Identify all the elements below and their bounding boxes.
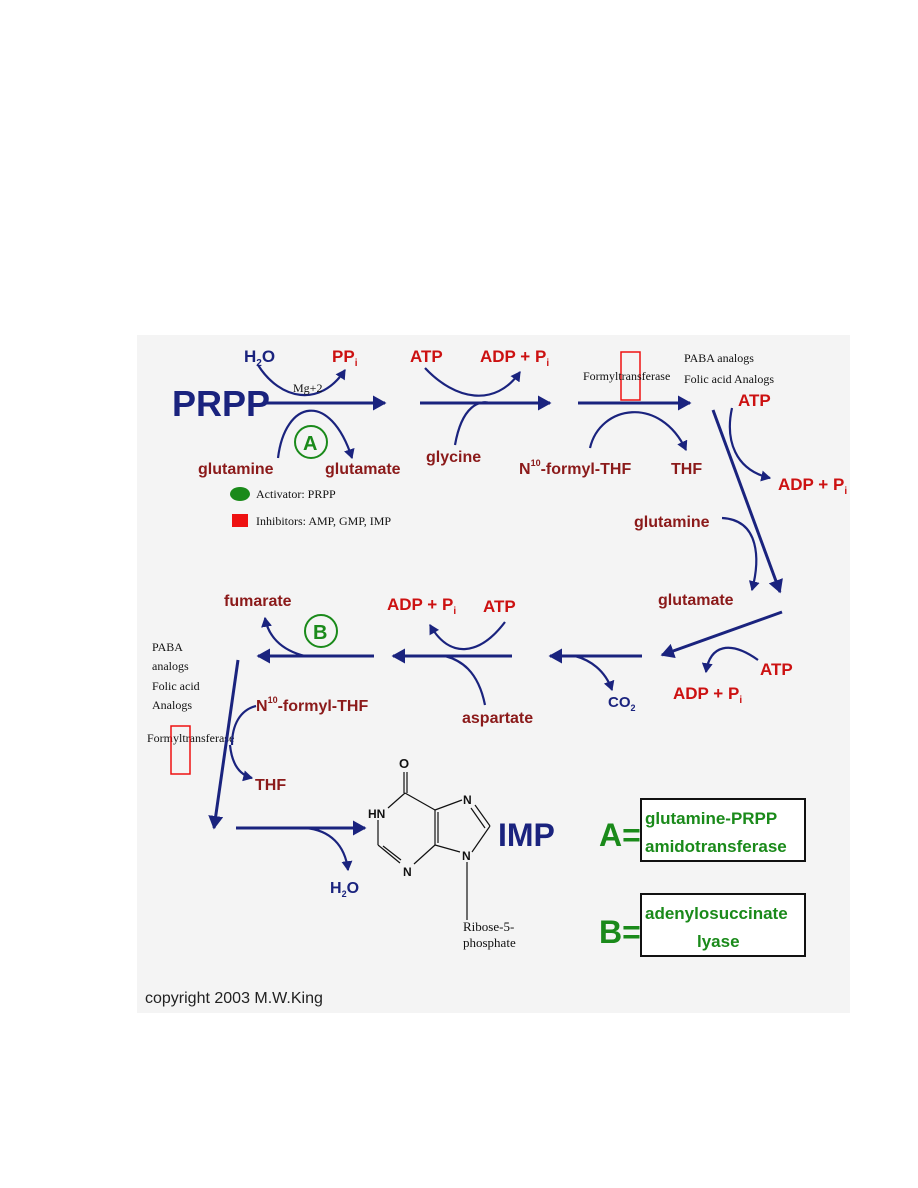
key-a-line2: amidotransferase (645, 837, 787, 856)
activator-legend-label: Activator: PRPP (256, 487, 336, 501)
step9-arrow (208, 659, 240, 830)
ribose-label-line1: Ribose-5- (463, 919, 514, 934)
adp-out-label-4: ADP + Pi (387, 595, 456, 617)
atp-in-label-3: ATP (760, 660, 793, 679)
step7-curve-bottom (444, 654, 487, 706)
adp-out-label-3: ADP + Pi (673, 684, 742, 706)
formyl-thf-in-label-2: N10-formyl-THF (256, 695, 368, 715)
atp-in-label-4: ATP (483, 597, 516, 616)
copyright-text: copyright 2003 M.W.King (145, 990, 323, 1007)
key-b-line1: adenylosuccinate (645, 904, 788, 923)
step9-curve-out (228, 744, 254, 782)
aspartate-label: aspartate (462, 710, 533, 727)
inhibitor-left-line4: Analogs (152, 698, 192, 712)
key-b-line2: lyase (697, 932, 740, 951)
cofactor-label: Mg+2 (293, 381, 322, 395)
glutamate-out-label-2: glutamate (658, 592, 734, 609)
inhibitor-legend-label: Inhibitors: AMP, GMP, IMP (256, 514, 391, 528)
glycine-label: glycine (426, 449, 481, 466)
step7-curve-top (429, 621, 506, 651)
inhibitor-left-line2: analogs (152, 659, 189, 673)
step5-curve (701, 646, 759, 674)
step9-curve-in (230, 704, 257, 746)
enzyme-b-letter: B (313, 622, 327, 644)
step8-curve (261, 616, 306, 658)
enzyme-a-marker (294, 425, 328, 459)
step1-curve-top (257, 364, 346, 397)
glutamate-out-label: glutamate (325, 461, 401, 478)
adp-out-label: ADP + Pi (480, 347, 549, 369)
imp-structure (377, 772, 491, 920)
inhibitor-left-line3: Folic acid (152, 679, 200, 693)
imp-atom-n1: N (403, 865, 412, 879)
key-b-box (640, 893, 806, 957)
glutamine-in-label: glutamine (198, 461, 274, 478)
step3-curve (588, 411, 688, 451)
prpp-label: PRPP (172, 383, 270, 424)
ribose-label-line2: phosphate (463, 935, 516, 950)
formyltransferase-inhibition-box-2 (170, 725, 191, 775)
key-a-box (640, 798, 806, 862)
imp-atom-n3: N (462, 849, 471, 863)
step1-curve-bottom (276, 409, 355, 460)
step6-curve (574, 654, 615, 692)
inhibitor-left-line1: PABA (152, 640, 183, 654)
fumarate-label: fumarate (224, 593, 292, 610)
inhibitor-top-line2: Folic acid Analogs (684, 372, 774, 386)
enzyme-a-letter: A (303, 433, 317, 455)
thf-out-label-2: THF (255, 777, 286, 794)
step2-curve-top (424, 367, 521, 397)
step10-curve (304, 826, 353, 872)
key-b-label: B= (599, 914, 641, 950)
activator-legend-swatch (230, 487, 250, 501)
step4-curve-atp (728, 407, 772, 482)
co2-out-label: CO2 (608, 694, 636, 713)
inhibitor-legend-swatch (232, 514, 248, 527)
thf-out-label-1: THF (671, 461, 702, 478)
step2-curve-bottom (453, 401, 491, 446)
atp-in-label-2: ATP (738, 391, 771, 410)
imp-label: IMP (498, 817, 555, 853)
enzyme-b-marker (304, 614, 338, 648)
imp-atom-n2: N (463, 793, 472, 807)
water-out-label: H2O (330, 880, 359, 899)
key-a-line1: glutamine-PRPP (645, 809, 777, 828)
step4-curve-glutamine (721, 516, 760, 592)
formyltransferase-label-1: Formyltransferase (583, 369, 670, 383)
atp-in-label: ATP (410, 347, 443, 366)
ppi-out-label: PPi (332, 347, 358, 369)
step5-arrow (660, 610, 783, 659)
step4-arrow (711, 409, 783, 594)
imp-atom-o: O (399, 756, 409, 771)
adp-out-label-2: ADP + Pi (778, 475, 847, 497)
water-in-label: H2O (244, 347, 275, 369)
formyltransferase-inhibition-box-1 (620, 351, 641, 401)
formyl-thf-in-label: N10-formyl-THF (519, 458, 631, 478)
key-a-label: A= (599, 817, 641, 853)
imp-atom-hn: HN (368, 807, 385, 821)
glutamine-in-label-2: glutamine (634, 514, 710, 531)
inhibitor-top-line1: PABA analogs (684, 351, 754, 365)
